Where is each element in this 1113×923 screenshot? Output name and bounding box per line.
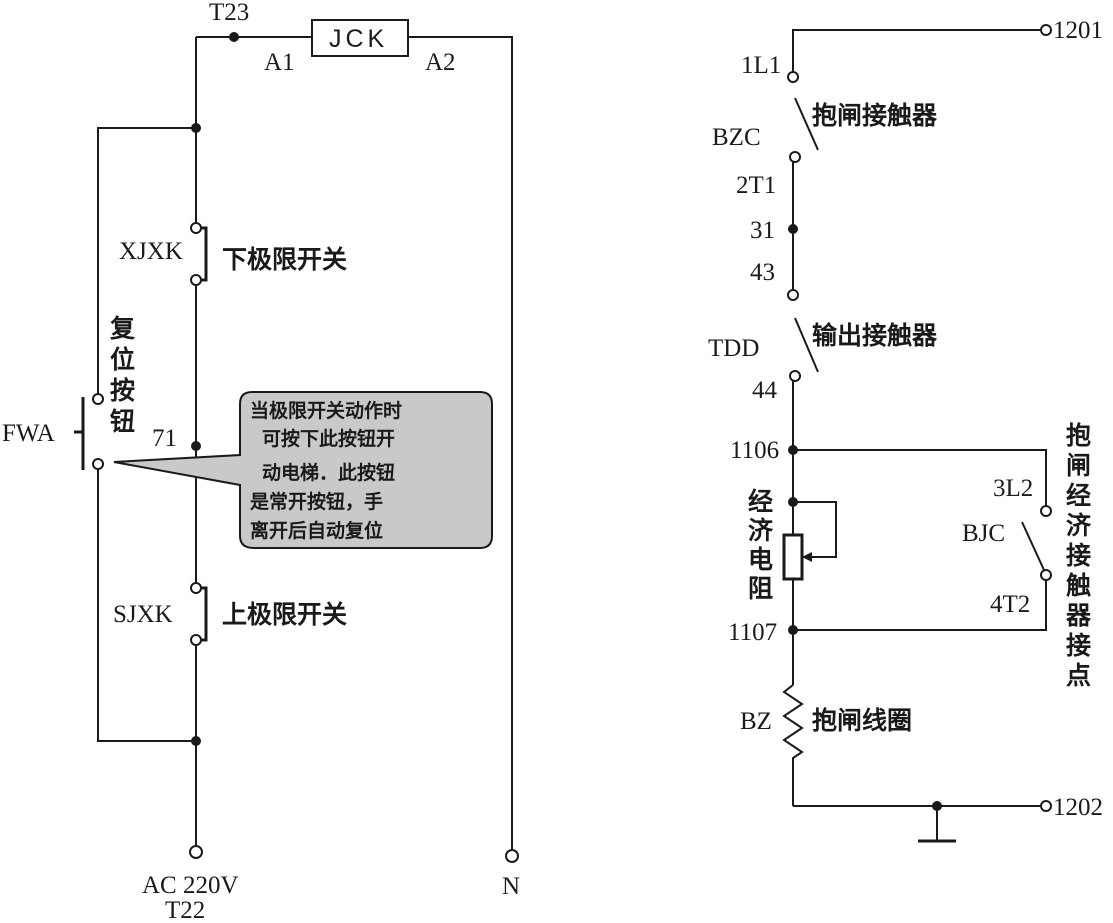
resistor-wiper-wire — [793, 501, 837, 558]
bzc-code: BZC — [712, 124, 761, 151]
resistor-char-1: 经 — [748, 487, 773, 516]
t23-label: T23 — [209, 0, 249, 26]
neutral-label: N — [502, 873, 520, 900]
feed-1201-wire — [792, 29, 1042, 72]
right-circuit: 1201 1L1 BZC 抱闸接触器 2T1 31 43 TDD 输出接触器 4… — [708, 17, 1103, 843]
a1-label: A1 — [264, 49, 295, 76]
bjc-char-9: 点 — [1066, 661, 1091, 690]
sjxk-contact-bottom — [190, 634, 202, 646]
reset-char-3: 按 — [110, 376, 135, 405]
term-3l2-label: 3L2 — [993, 475, 1033, 502]
top-wire — [196, 36, 513, 852]
reset-char-4: 钮 — [110, 407, 135, 436]
reset-branch-wire — [97, 127, 196, 742]
terminal-3l2 — [1040, 505, 1052, 517]
economy-resistor — [782, 533, 804, 581]
supply-label: AC 220V — [142, 872, 239, 899]
bzc-contact-blade — [794, 97, 819, 151]
tdd-code: TDD — [708, 335, 759, 362]
terminal-1201 — [1040, 24, 1052, 36]
left-circuit: JCK T23 A1 A2 71 XJXK 下极限开关 SJXK 上极限开关 F… — [2, 0, 520, 923]
bjc-char-6: 触 — [1066, 571, 1091, 600]
sjxk-code: SJXK — [113, 601, 173, 628]
resistor-char-4: 阻 — [748, 574, 773, 603]
callout-line-4: 是常开按钮，手 — [250, 490, 383, 513]
xjxk-switch-blade — [201, 226, 208, 282]
term-1l1-label: 1L1 — [741, 52, 781, 79]
bjc-char-1: 抱 — [1066, 421, 1091, 450]
t22-label: T22 — [165, 897, 205, 923]
terminal-44 — [789, 370, 801, 382]
term-2t1-label: 2T1 — [736, 172, 776, 199]
node-31-label: 31 — [750, 217, 775, 244]
coil-code: BZ — [740, 708, 772, 735]
callout-bubble — [113, 391, 493, 549]
bjc-char-3: 经 — [1066, 481, 1091, 510]
node-43-label: 43 — [750, 259, 775, 286]
fwa-code: FWA — [2, 420, 55, 447]
bjc-contact-blade — [1021, 521, 1045, 571]
bjc-char-4: 济 — [1066, 511, 1092, 540]
node-31-junction — [788, 224, 798, 234]
reset-char-1: 复 — [110, 314, 136, 343]
a2-label: A2 — [425, 49, 456, 76]
node-71-junction — [191, 441, 201, 451]
brake-coil — [782, 684, 804, 806]
fwa-contact-top — [92, 393, 104, 405]
callout-line-5: 离开后自动复位 — [250, 519, 383, 542]
sjxk-contact-top — [190, 582, 202, 594]
bjc-code: BJC — [962, 520, 1005, 547]
resistor-char-2: 济 — [748, 516, 774, 545]
sjxk-name: 上极限开关 — [222, 600, 347, 629]
xjxk-contact-bottom — [190, 274, 202, 286]
jck-label: JCK — [329, 25, 388, 53]
fwa-button-bar — [74, 397, 85, 470]
bjc-char-7: 器 — [1065, 601, 1092, 630]
terminal-43 — [787, 289, 799, 301]
coil-name: 抱闸线圈 — [812, 706, 912, 735]
neutral-terminal — [505, 849, 519, 863]
ac220-terminal — [189, 845, 203, 859]
t23-junction — [229, 32, 239, 42]
fwa-contact-bottom — [92, 458, 104, 470]
tdd-name: 输出接触器 — [812, 321, 938, 350]
bjc-branch-wire — [793, 449, 1047, 631]
reset-char-2: 位 — [110, 345, 135, 374]
jck-relay-box — [311, 19, 409, 57]
term-1202-label: 1202 — [1053, 794, 1103, 821]
bjc-char-5: 接 — [1066, 541, 1091, 570]
bjc-char-8: 接 — [1066, 631, 1091, 660]
xjxk-name: 下极限开关 — [222, 245, 347, 274]
sjxk-switch-blade — [201, 586, 208, 642]
resistor-char-3: 电 — [748, 545, 773, 574]
bjc-char-2: 闸 — [1066, 451, 1091, 480]
resistor-wiper-arrow — [802, 552, 812, 562]
bzc-lower-terminal — [789, 151, 801, 163]
terminal-4t2 — [1040, 569, 1052, 581]
term-4t2-label: 4T2 — [990, 591, 1030, 618]
xjxk-contact-top — [190, 222, 202, 234]
terminal-1l1 — [787, 71, 799, 83]
callout-line-3: 动电梯．此按钮 — [262, 461, 395, 484]
node-1106-label: 1106 — [730, 437, 779, 464]
bzc-name: 抱闸接触器 — [812, 101, 938, 130]
node-44-label: 44 — [752, 377, 778, 404]
callout-line-2: 可按下此按钮开 — [262, 427, 395, 450]
node-71-label: 71 — [152, 425, 177, 452]
term-1201-label: 1201 — [1053, 17, 1103, 44]
node-1107-label: 1107 — [728, 619, 777, 646]
terminal-1202 — [1040, 800, 1052, 812]
xjxk-code: XJXK — [119, 238, 183, 265]
callout-line-1: 当极限开关动作时 — [250, 399, 402, 422]
tdd-contact-blade — [794, 317, 819, 373]
